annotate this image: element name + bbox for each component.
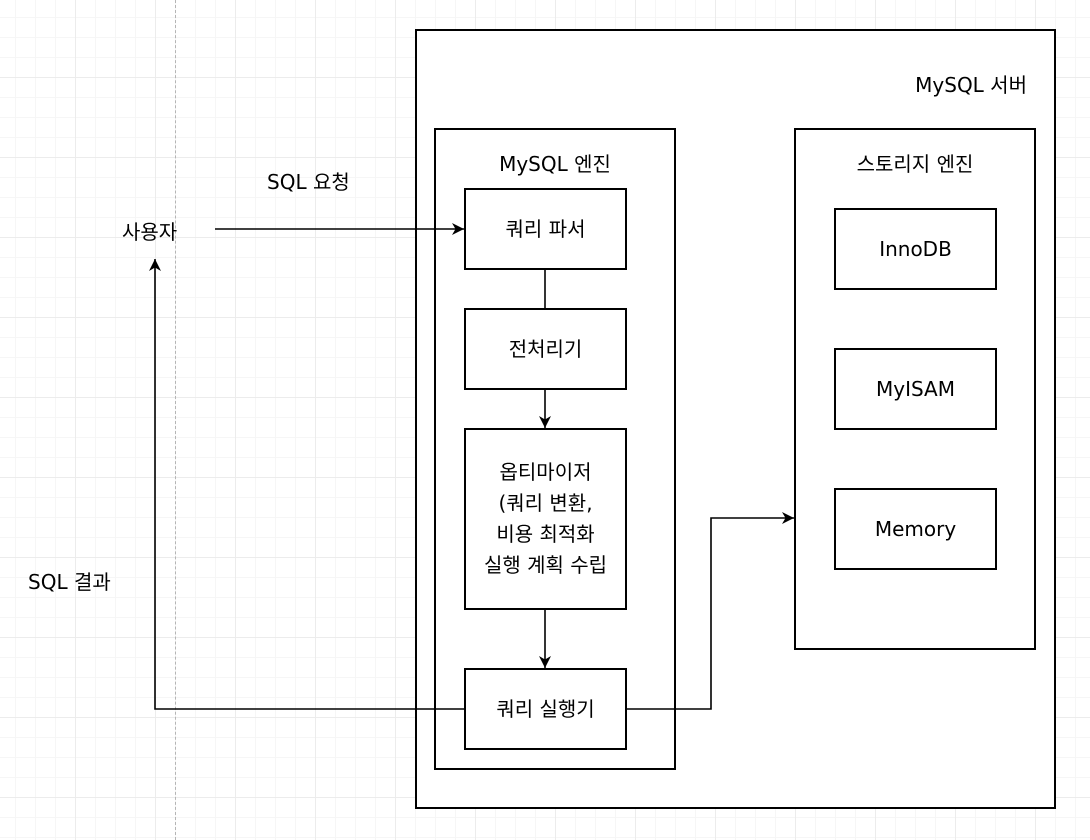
preprocessor-node: 전처리기: [464, 308, 627, 390]
optimizer-line: 비용 최적화: [496, 522, 595, 546]
optimizer-line: 실행 계획 수립: [483, 553, 608, 577]
mysql-engine-label: MySQL 엔진: [499, 152, 611, 176]
optimizer-line: 옵티마이저: [499, 460, 592, 484]
optimizer-node: 옵티마이저 (쿼리 변환, 비용 최적화 실행 계획 수립: [464, 428, 627, 610]
optimizer-line: (쿼리 변환,: [498, 491, 593, 515]
innodb-node: InnoDB: [834, 208, 997, 290]
user-label: 사용자: [122, 220, 178, 244]
query-parser-node: 쿼리 파서: [464, 188, 627, 270]
sql-result-label: SQL 결과: [28, 570, 111, 594]
sql-request-label: SQL 요청: [267, 170, 350, 194]
result-arrow: [149, 259, 464, 710]
memory-node: Memory: [834, 488, 997, 570]
executor-storage-arrow: [626, 512, 794, 710]
myisam-node: MyISAM: [834, 348, 997, 430]
dashed-guide-line: [175, 0, 176, 840]
query-executor-node: 쿼리 실행기: [464, 668, 627, 750]
mysql-server-label: MySQL 서버: [915, 73, 1027, 97]
storage-engine-label: 스토리지 엔진: [856, 152, 974, 176]
